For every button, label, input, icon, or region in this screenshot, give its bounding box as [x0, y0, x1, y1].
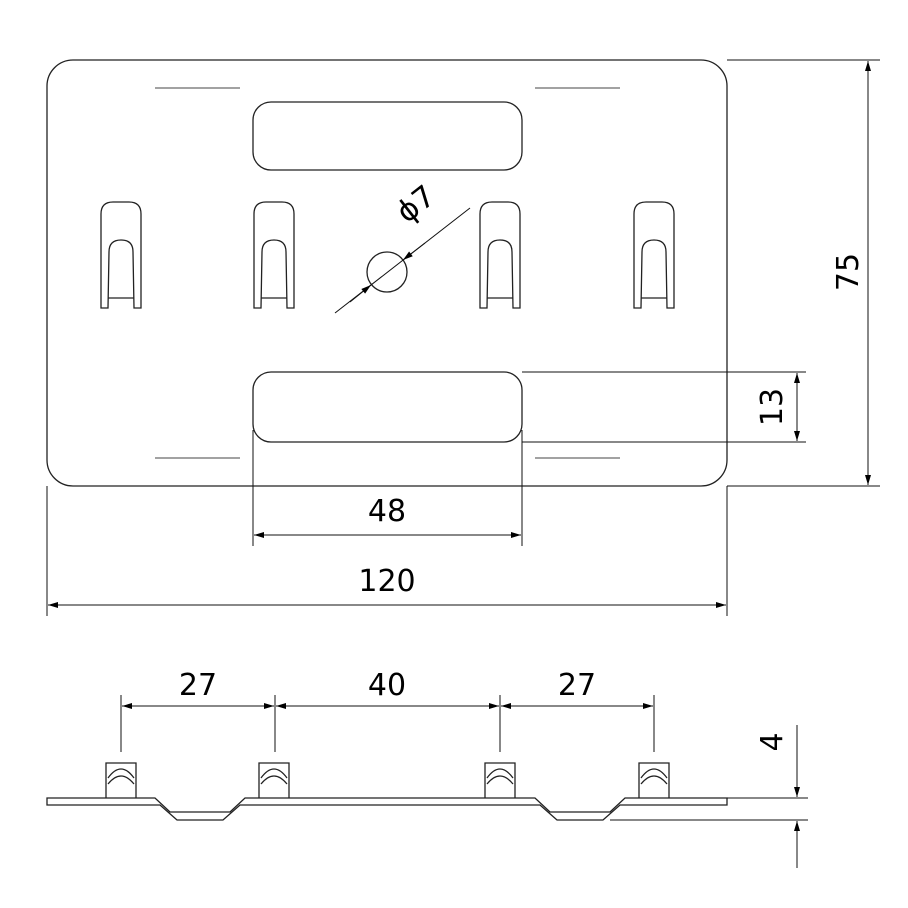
spacing-label-middle: 40 — [368, 668, 406, 703]
spacing-dimensions: 27 40 27 — [120, 668, 655, 752]
plate-outline — [46, 59, 728, 487]
height-label: 75 — [831, 253, 866, 291]
slot-width-dimension: 13 — [522, 371, 806, 443]
side-tab — [258, 762, 290, 798]
hook-tab — [479, 201, 521, 309]
hook-tab — [253, 201, 295, 309]
side-tab — [638, 762, 670, 798]
side-tab — [484, 762, 516, 798]
spacing-label-left: 27 — [179, 668, 217, 703]
slot-width-label: 13 — [755, 388, 790, 426]
hook-tab — [633, 201, 675, 309]
thickness-label: 4 — [755, 732, 790, 751]
slot-length-dimension: 48 — [252, 430, 523, 546]
bottom-slot — [252, 371, 523, 443]
hook-tab — [100, 201, 142, 309]
spacing-label-right: 27 — [558, 668, 596, 703]
overall-width-dimension: 120 — [46, 486, 728, 616]
top-slot — [252, 101, 523, 171]
height-dimension: 75 — [727, 59, 880, 487]
slot-length-label: 48 — [368, 494, 406, 529]
thickness-dimension: 4 — [610, 725, 808, 868]
side-tab — [105, 762, 137, 798]
plate-top-view — [46, 59, 728, 487]
diameter-label: ϕ7 — [390, 179, 442, 231]
side-tabs — [105, 762, 670, 798]
hook-tabs — [100, 201, 675, 309]
marking-lines — [155, 87, 620, 459]
plate-side-view — [46, 762, 728, 821]
overall-width-label: 120 — [358, 564, 415, 599]
diameter-dimension: ϕ7 — [334, 179, 471, 314]
center-hole — [366, 251, 408, 293]
